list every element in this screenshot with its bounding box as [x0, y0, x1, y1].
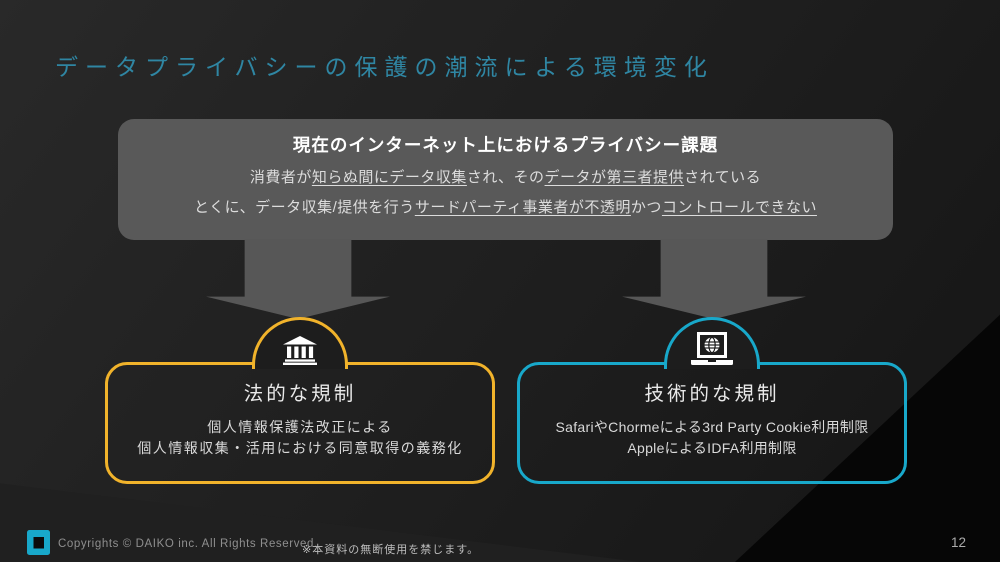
- text-segment: かつ: [630, 199, 662, 216]
- technical-box-line-1: SafariやChormeによる3rd Party Cookie利用制限: [555, 419, 869, 435]
- legal-regulation-box: 法的な規制 個人情報保護法改正による 個人情報収集・活用における同意取得の義務化: [105, 317, 495, 484]
- privacy-issues-box: 現在のインターネット上におけるプライバシー課題 消費者が知らぬ間にデータ収集され…: [118, 119, 893, 240]
- legal-box-line-2: 個人情報収集・活用における同意取得の義務化: [137, 440, 463, 456]
- text-segment: とくに、データ収集/提供を行う: [194, 199, 415, 216]
- underlined-segment: データが第三者提供: [544, 169, 685, 186]
- text-segment: され、その: [466, 169, 545, 186]
- underlined-segment: 知らぬ間にデータ収集: [311, 169, 467, 186]
- copyright-text: Copyrights © DAIKO inc. All Rights Reser…: [58, 538, 318, 550]
- page-number: 12: [951, 535, 967, 550]
- daiko-logo: [27, 530, 50, 555]
- bank-icon: [282, 336, 318, 365]
- technical-box-icon-tab: [664, 317, 760, 369]
- legal-box-line-1: 個人情報保護法改正による: [207, 419, 393, 435]
- legal-box-icon-tab: [252, 317, 348, 369]
- down-arrow-right: [622, 239, 806, 319]
- technical-box-line-2: AppleによるIDFA利用制限: [627, 440, 797, 456]
- underlined-segment: サードパーティ事業者が不透明: [414, 199, 631, 216]
- technical-box-body: SafariやChormeによる3rd Party Cookie利用制限 App…: [520, 417, 904, 459]
- legal-box-title: 法的な規制: [243, 383, 357, 405]
- legal-box-body: 個人情報保護法改正による 個人情報収集・活用における同意取得の義務化: [108, 417, 492, 459]
- usage-notice-text: ※本資料の無断使用を禁じます。: [302, 544, 480, 556]
- technical-box-title: 技術的な規制: [644, 383, 780, 405]
- privacy-issues-line-2: とくに、データ収集/提供を行うサードパーティ事業者が不透明かつコントロールできな…: [118, 196, 893, 217]
- technical-regulation-box: 技術的な規制 SafariやChormeによる3rd Party Cookie利…: [517, 317, 907, 484]
- laptop-globe-icon: [689, 332, 735, 368]
- text-segment: 消費者が: [249, 169, 312, 186]
- privacy-issues-line-1: 消費者が知らぬ間にデータ収集され、そのデータが第三者提供されている: [118, 166, 893, 187]
- down-arrow-left: [206, 239, 390, 319]
- text-segment: されている: [684, 169, 762, 186]
- underlined-segment: コントロールできない: [661, 199, 817, 216]
- slide-title: データプライバシーの保護の潮流による環境変化: [55, 54, 714, 80]
- privacy-issues-heading: 現在のインターネット上におけるプライバシー課題: [292, 135, 719, 155]
